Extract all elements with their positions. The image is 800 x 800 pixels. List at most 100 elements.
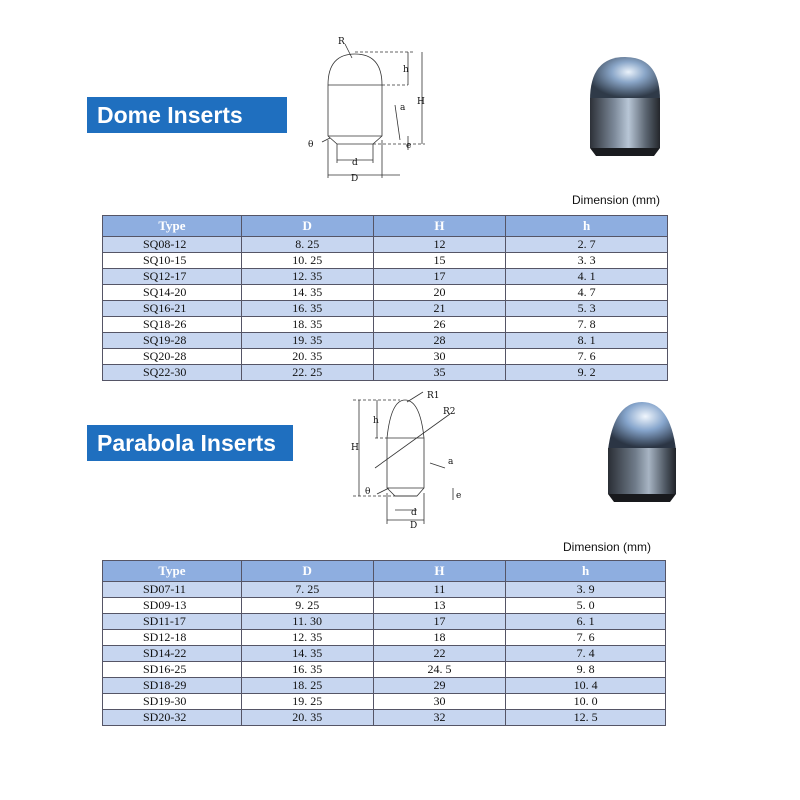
parabola-insert-photo <box>608 402 676 502</box>
table-row: SD18-29 18. 25 29 10. 4 <box>102 677 666 694</box>
cell-H: 30 <box>372 693 507 710</box>
cell-h: 7. 4 <box>505 645 666 662</box>
column-header-D: D <box>240 215 374 237</box>
cell-h: 12. 5 <box>505 709 666 726</box>
cell-D: 10. 25 <box>240 252 374 269</box>
column-header-H: H <box>372 215 507 237</box>
table-row: SD09-13 9. 25 13 5. 0 <box>102 597 666 614</box>
table-row: SQ20-28 20. 35 30 7. 6 <box>102 348 668 365</box>
cell-type: SQ20-28 <box>102 348 242 365</box>
cell-D: 18. 35 <box>240 316 374 333</box>
cell-type: SD18-29 <box>102 677 242 694</box>
cell-H: 15 <box>372 252 507 269</box>
table-row: SQ19-28 19. 35 28 8. 1 <box>102 332 668 349</box>
cell-h: 4. 7 <box>505 284 668 301</box>
cell-D: 12. 35 <box>240 268 374 285</box>
cell-h: 5. 3 <box>505 300 668 317</box>
cell-H: 12 <box>372 236 507 253</box>
dome-drawing-label-D: D <box>351 174 358 184</box>
cell-D: 20. 35 <box>240 709 374 726</box>
cell-type: SQ19-28 <box>102 332 242 349</box>
cell-D: 11. 30 <box>240 613 374 630</box>
column-header-type: Type <box>102 215 242 237</box>
cell-D: 16. 35 <box>240 661 374 678</box>
parabola-drawing-label-R1: R1 <box>427 391 440 401</box>
dome-insert-photo <box>590 57 660 156</box>
cell-D: 12. 35 <box>240 629 374 646</box>
cell-h: 5. 0 <box>505 597 666 614</box>
parabola-drawing-label-h: h <box>373 416 379 426</box>
cell-type: SQ18-26 <box>102 316 242 333</box>
table-header-row: Type D H h <box>102 215 668 237</box>
cell-h: 3. 9 <box>505 581 666 598</box>
cell-H: 20 <box>372 284 507 301</box>
cell-H: 22 <box>372 645 507 662</box>
cell-D: 18. 25 <box>240 677 374 694</box>
cell-h: 7. 8 <box>505 316 668 333</box>
table-row: SQ14-20 14. 35 20 4. 7 <box>102 284 668 301</box>
table-row: SD20-32 20. 35 32 12. 5 <box>102 709 666 726</box>
cell-h: 7. 6 <box>505 348 668 365</box>
cell-D: 14. 35 <box>240 645 374 662</box>
column-header-H: H <box>372 560 507 582</box>
cell-type: SQ12-17 <box>102 268 242 285</box>
cell-type: SQ08-12 <box>102 236 242 253</box>
cell-type: SD09-13 <box>102 597 242 614</box>
cell-H: 35 <box>372 364 507 381</box>
table-row: SD11-17 11. 30 17 6. 1 <box>102 613 666 630</box>
cell-type: SD12-18 <box>102 629 242 646</box>
column-header-D: D <box>240 560 374 582</box>
cell-H: 24. 5 <box>372 661 507 678</box>
cell-D: 19. 35 <box>240 332 374 349</box>
table-row: SD14-22 14. 35 22 7. 4 <box>102 645 666 662</box>
dome-drawing-label-a: a <box>400 103 406 113</box>
cell-H: 29 <box>372 677 507 694</box>
parabola-insert-drawing: R1 R2 h H a e θ d D <box>351 391 461 530</box>
cell-h: 2. 7 <box>505 236 668 253</box>
dome-drawing-label-h: h <box>403 65 409 75</box>
cell-D: 14. 35 <box>240 284 374 301</box>
cell-H: 13 <box>372 597 507 614</box>
cell-H: 17 <box>372 613 507 630</box>
cell-H: 18 <box>372 629 507 646</box>
parabola-drawing-label-e: e <box>456 491 461 501</box>
cell-type: SQ14-20 <box>102 284 242 301</box>
cell-type: SD19-30 <box>102 693 242 710</box>
cell-D: 20. 35 <box>240 348 374 365</box>
cell-H: 17 <box>372 268 507 285</box>
cell-H: 11 <box>372 581 507 598</box>
cell-type: SD14-22 <box>102 645 242 662</box>
dome-drawing-label-e: e <box>406 141 411 151</box>
cell-type: SQ16-21 <box>102 300 242 317</box>
dome-spec-table: Type D H h SQ08-12 8. 25 12 2. 7 SQ10-15… <box>102 215 668 381</box>
column-header-h: h <box>505 215 668 237</box>
parabola-drawing-label-d: d <box>411 508 417 518</box>
cell-type: SD20-32 <box>102 709 242 726</box>
cell-h: 10. 4 <box>505 677 666 694</box>
dome-inserts-banner: Dome Inserts <box>87 97 287 133</box>
cell-type: SQ10-15 <box>102 252 242 269</box>
dome-drawing-label-H: H <box>417 97 425 107</box>
cell-type: SD07-11 <box>102 581 242 598</box>
cell-H: 28 <box>372 332 507 349</box>
cell-D: 19. 25 <box>240 693 374 710</box>
dome-drawing-label-theta: θ <box>308 140 313 150</box>
parabola-inserts-banner: Parabola Inserts <box>87 425 293 461</box>
cell-h: 10. 0 <box>505 693 666 710</box>
column-header-type: Type <box>102 560 242 582</box>
cell-D: 9. 25 <box>240 597 374 614</box>
cell-h: 7. 6 <box>505 629 666 646</box>
cell-h: 8. 1 <box>505 332 668 349</box>
cell-h: 9. 2 <box>505 364 668 381</box>
table-row: SQ08-12 8. 25 12 2. 7 <box>102 236 668 253</box>
table-row: SQ22-30 22. 25 35 9. 2 <box>102 364 668 381</box>
cell-type: SD16-25 <box>102 661 242 678</box>
parabola-drawing-label-a: a <box>448 457 454 467</box>
cell-H: 26 <box>372 316 507 333</box>
cell-D: 7. 25 <box>240 581 374 598</box>
parabola-drawing-label-theta: θ <box>365 487 370 497</box>
dome-dimension-label: Dimension (mm) <box>572 193 661 207</box>
cell-h: 6. 1 <box>505 613 666 630</box>
column-header-h: h <box>505 560 666 582</box>
table-header-row: Type D H h <box>102 560 666 582</box>
